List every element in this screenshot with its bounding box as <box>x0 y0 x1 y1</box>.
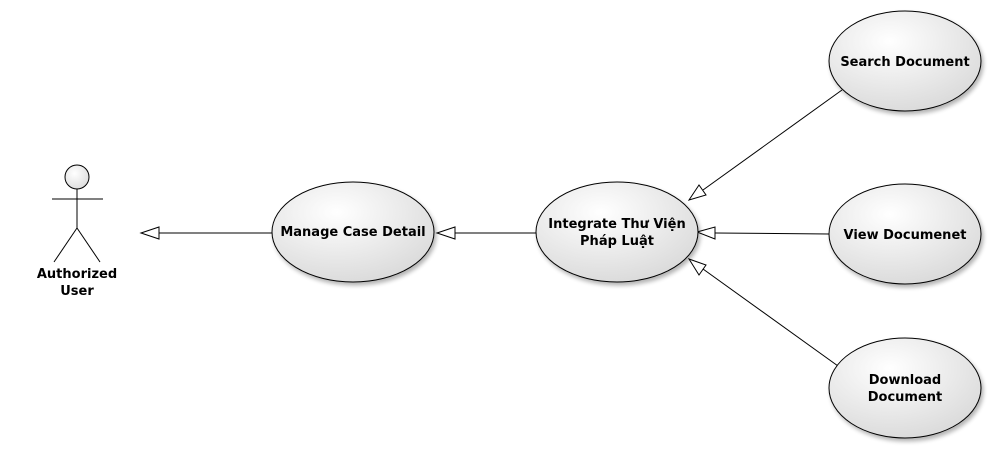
actor-leg-right <box>76 227 101 263</box>
connector-view-to-integrate <box>695 226 830 240</box>
connector-search-to-integrate <box>687 89 843 201</box>
usecase-search-label: Search Document <box>840 55 969 70</box>
usecase-view-label: View Documenet <box>844 228 967 243</box>
usecase-manage-label: Manage Case Detail <box>280 225 425 240</box>
connector-manage-to-actor <box>139 226 272 240</box>
usecase-download-label-line1: Download <box>869 373 941 388</box>
actor-authorized-user[interactable]: Authorized User <box>37 164 117 299</box>
usecase-integrate-label-line2: Pháp Luật <box>580 234 654 249</box>
usecase-integrate-label-line1: Integrate Thư Viện <box>548 217 685 232</box>
actor-leg-left <box>53 227 78 263</box>
usecase-integrate-thu-vien-phap-luat[interactable]: Integrate Thư Viện Pháp Luật <box>535 181 699 283</box>
actor-head <box>64 164 90 190</box>
usecase-download-label-line2: Document <box>868 390 943 405</box>
actor-label-line2: User <box>60 284 94 299</box>
actor-label-line1: Authorized <box>37 267 117 282</box>
connector-integrate-to-manage <box>435 226 537 240</box>
connector-download-to-integrate <box>687 258 839 367</box>
usecase-manage-case-detail[interactable]: Manage Case Detail <box>271 181 435 283</box>
usecase-view-documenet[interactable]: View Documenet <box>828 183 982 285</box>
usecase-download-document[interactable]: Download Document <box>828 337 982 439</box>
usecase-search-document[interactable]: Search Document <box>828 10 982 112</box>
